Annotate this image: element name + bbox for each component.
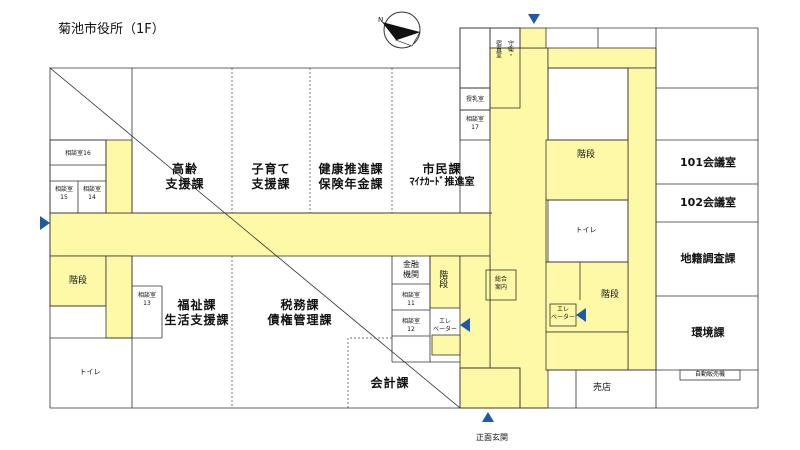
soudan-11: 相談室 11	[401, 292, 420, 307]
room-shukuchoku: 宿直室	[494, 40, 502, 58]
svg-text:N: N	[378, 16, 383, 24]
room-shimin: 市民課 ﾏｲﾅｶｰﾄﾞ推進室	[409, 162, 475, 188]
room-kaikei: 会計課	[370, 376, 410, 390]
room-fukushi: 福祉課 生活支援課	[164, 298, 230, 327]
soudan-12: 相談室 12	[401, 318, 420, 333]
arrow-bottom-icon	[482, 412, 494, 422]
north-compass-icon: N	[378, 11, 421, 49]
partitions	[231, 68, 393, 408]
room-kenkou: 健康推進課 保険年金課	[318, 162, 384, 191]
arrow-left-icon	[40, 216, 50, 230]
stairs-center: 階段	[437, 270, 448, 288]
room-jyunyu: 授乳室	[465, 96, 484, 103]
room-kaigi-101: 101会議室	[680, 156, 736, 169]
soudan-16: 相談室16	[65, 150, 91, 157]
toilet-right: トイレ	[575, 226, 597, 234]
vending-machine: 自動販売機	[694, 371, 725, 378]
toilet-left: トイレ	[79, 368, 101, 376]
room-kaigi-102: 102会議室	[680, 196, 736, 209]
arrow-elevator-1-icon	[460, 318, 470, 332]
arrow-top-icon	[528, 14, 540, 24]
stairs-left: 階段	[68, 276, 87, 286]
room-kosodate: 子育て 支援課	[251, 162, 291, 191]
stairs-bottom-right: 階段	[600, 290, 619, 300]
corridor-areas	[49, 27, 657, 409]
soudan-14: 相談室 14	[82, 186, 101, 201]
soudan-13: 相談室 13	[137, 292, 156, 307]
soudan-17: 相談室 17	[465, 116, 484, 131]
walls	[49, 27, 759, 409]
room-koureishien: 高齢 支援課	[165, 162, 205, 191]
map-title: 菊池市役所（1F）	[58, 22, 165, 37]
elevator-1: エレ ベーター	[432, 318, 457, 333]
room-baiten: 売店	[592, 383, 611, 393]
room-kankyou: 環境課	[691, 326, 725, 339]
room-zeimu: 税務課 債権管理課	[267, 298, 333, 327]
room-chiseki: 地籍調査課	[680, 252, 736, 265]
room-kinyu: 金融 機関	[403, 260, 419, 279]
stairs-top-right: 階段	[576, 150, 595, 160]
arrow-elevator-2-icon	[576, 308, 586, 322]
entrance-arrows	[40, 14, 586, 422]
room-shuei: 守衛・	[506, 40, 514, 58]
main-entrance-label: 正面玄関	[476, 433, 508, 442]
soudan-15: 相談室 15	[54, 186, 73, 201]
info-desk: 総合 案内	[494, 276, 507, 291]
elevator-2: エレ ベーター	[550, 306, 575, 321]
